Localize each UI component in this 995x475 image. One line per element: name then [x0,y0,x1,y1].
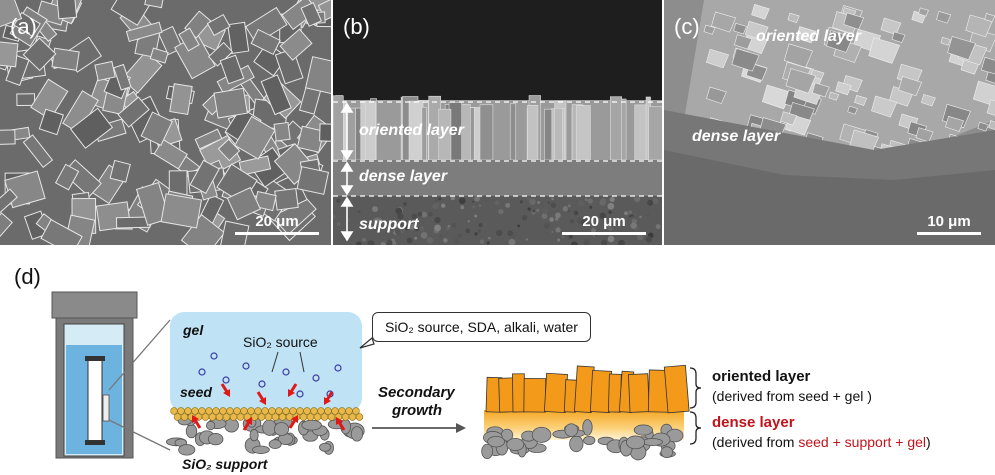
seed-label: seed [180,384,212,400]
dense-layer-title: dense layer [712,414,795,431]
annotation-dense-layer: dense layer [692,128,781,145]
scale-bar-a: 20 μm [235,213,319,235]
oriented-layer-desc: (derived from seed + gel ) [712,388,872,404]
scale-bar-label-a: 20 μm [255,213,299,230]
scale-bar-c: 10 μm [917,213,981,235]
process-label-line1: Secondary [378,384,455,401]
support-label: SiO₂ support [182,456,268,472]
layer-label-dense: dense layer [359,168,448,185]
dense-layer-desc: (derived from seed + support + gel) [712,434,931,450]
sem-image-c [664,0,995,245]
dense-desc-prefix: (derived from [712,434,799,450]
annotation-oriented-layer: oriented layer [756,28,861,45]
dense-desc-highlight: seed + support + gel [798,434,927,450]
sem-panel-b: (b) oriented layer dense layer support 2… [333,0,662,245]
panel-label-d: (d) [14,264,41,289]
sem-panel-c: (c) oriented layer dense layer 10 μm [664,0,995,245]
sem-image-b [333,0,662,245]
layer-label-oriented: oriented layer [359,122,464,139]
callout-box: SiO₂ source, SDA, alkali, water [372,312,591,342]
scale-bar-label-b: 20 μm [582,213,626,230]
gel-region [170,312,362,412]
sio2-source-label: SiO₂ source [243,334,318,350]
panel-label-b: (b) [343,14,370,39]
sem-image-a [0,0,331,245]
scale-bar-label-c: 10 μm [927,213,971,230]
secondary-growth-arrow [372,423,466,433]
layer-label-support: support [359,216,419,233]
panel-label-c: (c) [674,14,700,39]
autoclave-icon [51,291,138,459]
dense-desc-suffix: ) [926,434,931,450]
sem-panel-a: (a) 20 μm [0,0,331,245]
scale-bar-b: 20 μm [562,213,646,235]
gel-label: gel [183,322,204,338]
process-label-line2: growth [392,402,442,419]
panel-label-a: (a) [10,14,37,39]
oriented-layer-title: oriented layer [712,368,811,385]
callout-text: SiO₂ source, SDA, alkali, water [385,319,578,335]
